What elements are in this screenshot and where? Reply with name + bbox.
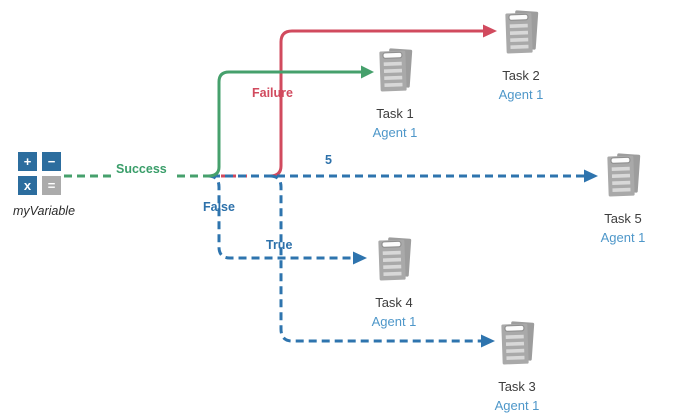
task-name: Task 4 bbox=[375, 295, 413, 310]
variable-name: myVariable bbox=[12, 204, 76, 218]
document-icon bbox=[378, 237, 412, 281]
failure-arrowhead bbox=[483, 24, 497, 38]
success-arrowhead bbox=[361, 65, 374, 79]
task-agent: Agent 1 bbox=[498, 87, 544, 102]
true-branch-label[interactable]: True bbox=[266, 238, 293, 252]
false-branch-connector[interactable] bbox=[207, 174, 367, 265]
calculator-icon[interactable]: + − x = bbox=[18, 152, 61, 195]
document-icon bbox=[379, 48, 413, 92]
loop-count-label[interactable]: 5 bbox=[325, 153, 332, 167]
task-name: Task 3 bbox=[498, 379, 536, 394]
document-icon bbox=[607, 153, 641, 197]
loop-count-arrowhead bbox=[584, 169, 598, 183]
task-name: Task 5 bbox=[604, 211, 642, 226]
failure-label[interactable]: Failure bbox=[252, 86, 293, 100]
task-node-task-4[interactable]: Task 4 Agent 1 bbox=[349, 236, 439, 329]
minus-icon: − bbox=[42, 152, 61, 171]
true-arrowhead bbox=[481, 334, 495, 348]
task-node-task-5[interactable]: Task 5 Agent 1 bbox=[578, 152, 668, 245]
task-agent: Agent 1 bbox=[494, 398, 540, 413]
true-branch-connector[interactable] bbox=[269, 174, 495, 348]
equals-icon: = bbox=[42, 176, 61, 195]
task-agent: Agent 1 bbox=[600, 230, 646, 245]
document-icon bbox=[501, 321, 535, 365]
loop-count-connector[interactable] bbox=[212, 169, 598, 183]
success-label[interactable]: Success bbox=[116, 162, 167, 176]
task-name: Task 2 bbox=[502, 68, 540, 83]
task-node-task-1[interactable]: Task 1 Agent 1 bbox=[350, 47, 440, 140]
plus-icon: + bbox=[18, 152, 37, 171]
task-agent: Agent 1 bbox=[372, 125, 418, 140]
task-node-task-3[interactable]: Task 3 Agent 1 bbox=[472, 320, 562, 413]
false-branch-label[interactable]: False bbox=[203, 200, 235, 214]
multiply-icon: x bbox=[18, 176, 37, 195]
task-agent: Agent 1 bbox=[371, 314, 417, 329]
document-icon bbox=[505, 10, 539, 54]
false-arrowhead bbox=[353, 251, 367, 265]
success-connector[interactable] bbox=[64, 65, 374, 178]
task-name: Task 1 bbox=[376, 106, 414, 121]
task-node-task-2[interactable]: Task 2 Agent 1 bbox=[476, 9, 566, 102]
